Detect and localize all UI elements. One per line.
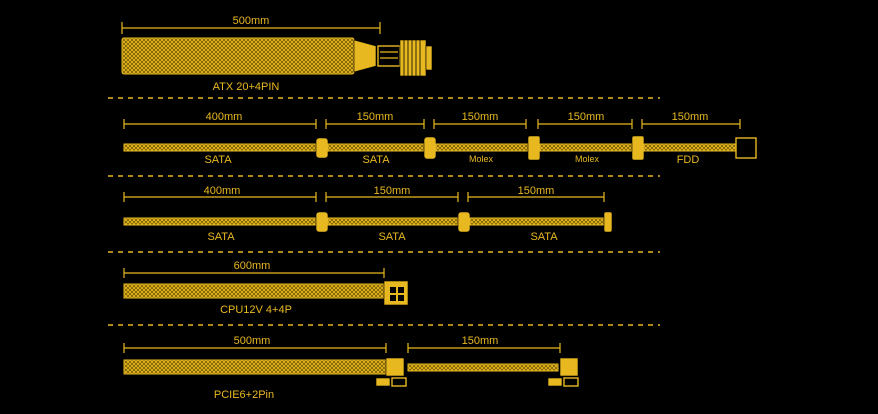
sata-connector: [603, 211, 613, 233]
cpu-connector: [383, 280, 409, 306]
sata1-sleeve-3: [435, 143, 529, 152]
sata1-length-150c: 150mm: [568, 111, 605, 123]
sata1-sleeve-4: [539, 143, 633, 152]
pcie-cable: 500mm 150mm PCIE6+2Pin: [123, 335, 579, 401]
sata2-length-400: 400mm: [204, 185, 241, 197]
pcie-name-label: PCIE6+2Pin: [214, 389, 274, 401]
pcie-length-500: 500mm: [234, 335, 271, 347]
sata2-length-150b: 150mm: [518, 185, 555, 197]
cpu-sleeve: [123, 283, 385, 299]
sata-connector: [457, 211, 471, 233]
sata1-name-sata-b: SATA: [362, 154, 390, 166]
sata1-sleeve-1: [123, 143, 317, 152]
sata-connector: [315, 211, 329, 233]
sata1-sleeve-2: [327, 143, 425, 152]
atx-sleeve-end: [353, 39, 377, 73]
sata1-length-150a: 150mm: [357, 111, 394, 123]
atx-connector: [377, 39, 433, 77]
sata2-name-c: SATA: [530, 231, 558, 243]
sata1-name-fdd: FDD: [677, 154, 700, 166]
sata2-name-b: SATA: [378, 231, 406, 243]
molex-connector: [527, 135, 541, 161]
cpu-length-label: 600mm: [234, 260, 271, 272]
fdd-connector: [735, 137, 757, 159]
sata1-length-400: 400mm: [206, 111, 243, 123]
sata1-name-molex-a: Molex: [469, 154, 494, 164]
atx-name-label: ATX 20+4PIN: [213, 81, 280, 93]
pcie-length-150: 150mm: [462, 335, 499, 347]
sata-connector: [315, 137, 329, 159]
pcie-sleeve-2: [407, 363, 559, 372]
sata2-sleeve-2: [327, 217, 459, 226]
cpu-name-label: CPU12V 4+4P: [220, 304, 292, 316]
sata2-name-a: SATA: [207, 231, 235, 243]
sata-cable: 400mm 150mm 150mm SATA SATA SATA: [123, 185, 613, 243]
sata1-length-150d: 150mm: [672, 111, 709, 123]
pcie-connector: [375, 357, 407, 387]
sata1-sleeve-5: [643, 143, 737, 152]
cpu-cable: 600mm CPU12V 4+4P: [123, 260, 409, 316]
atx-cable: 500mm ATX 20+4PIN: [121, 15, 433, 93]
sata1-name-sata-a: SATA: [204, 154, 232, 166]
sata-molex-cable: 400mm 150mm 150mm 150mm 150mm SATA SATA …: [123, 111, 757, 166]
sata1-name-molex-b: Molex: [575, 154, 600, 164]
sata1-length-150b: 150mm: [462, 111, 499, 123]
sata2-length-150a: 150mm: [374, 185, 411, 197]
atx-length-label: 500mm: [233, 15, 270, 27]
molex-connector: [631, 135, 645, 161]
sata2-sleeve-1: [123, 217, 317, 226]
pcie-sleeve-1: [123, 359, 387, 375]
sata2-sleeve-3: [469, 217, 605, 226]
pcie-connector: [547, 357, 579, 387]
atx-sleeve: [121, 37, 355, 75]
sata-connector: [423, 136, 437, 160]
